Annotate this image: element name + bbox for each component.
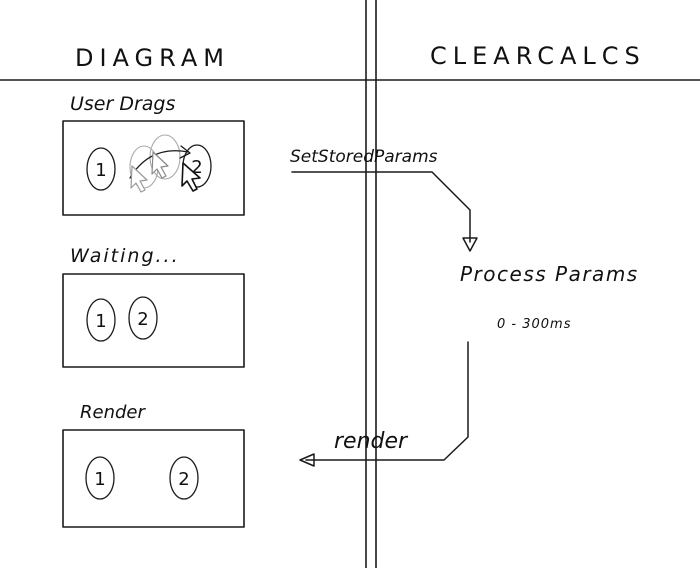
cursor-ghost-1-icon (130, 165, 148, 193)
node-1 (86, 147, 116, 191)
left-column-header: DIAGRAM (75, 44, 230, 72)
step-box-user-drags (62, 120, 245, 216)
node-1 (86, 298, 116, 342)
message-render-arrow (305, 341, 469, 461)
step-label-render: Render (80, 402, 146, 423)
cursor-icon (181, 162, 201, 192)
step-label-user-drags: User Drags (70, 93, 175, 115)
node-1-label: 1 (95, 160, 106, 181)
node-1-label: 1 (94, 469, 105, 490)
message-setstoredparams-arrow (291, 171, 471, 243)
step-box-waiting (62, 273, 245, 368)
message-render-label: render (334, 429, 409, 454)
step-box-render (62, 429, 245, 528)
drag-path-arrowhead (179, 145, 191, 159)
step-label-waiting: Waiting... (70, 245, 180, 267)
node-1-label: 1 (95, 311, 106, 332)
node-1 (85, 456, 115, 500)
node-2-label: 2 (137, 309, 148, 330)
cursor-ghost-2-icon (151, 151, 169, 179)
node-2-label: 2 (178, 469, 189, 490)
message-render-arrowhead (299, 453, 315, 467)
process-params-label: Process Params (460, 262, 639, 286)
node-2-label: 2 (191, 157, 202, 178)
node-2 (169, 456, 199, 500)
message-setstoredparams-label: SetStoredParams (290, 147, 438, 167)
message-setstoredparams-arrowhead (462, 237, 478, 252)
process-timing-label: 0 - 300ms (497, 317, 571, 332)
node-2 (128, 296, 158, 340)
right-column-header: CLEARCALCS (430, 42, 646, 70)
